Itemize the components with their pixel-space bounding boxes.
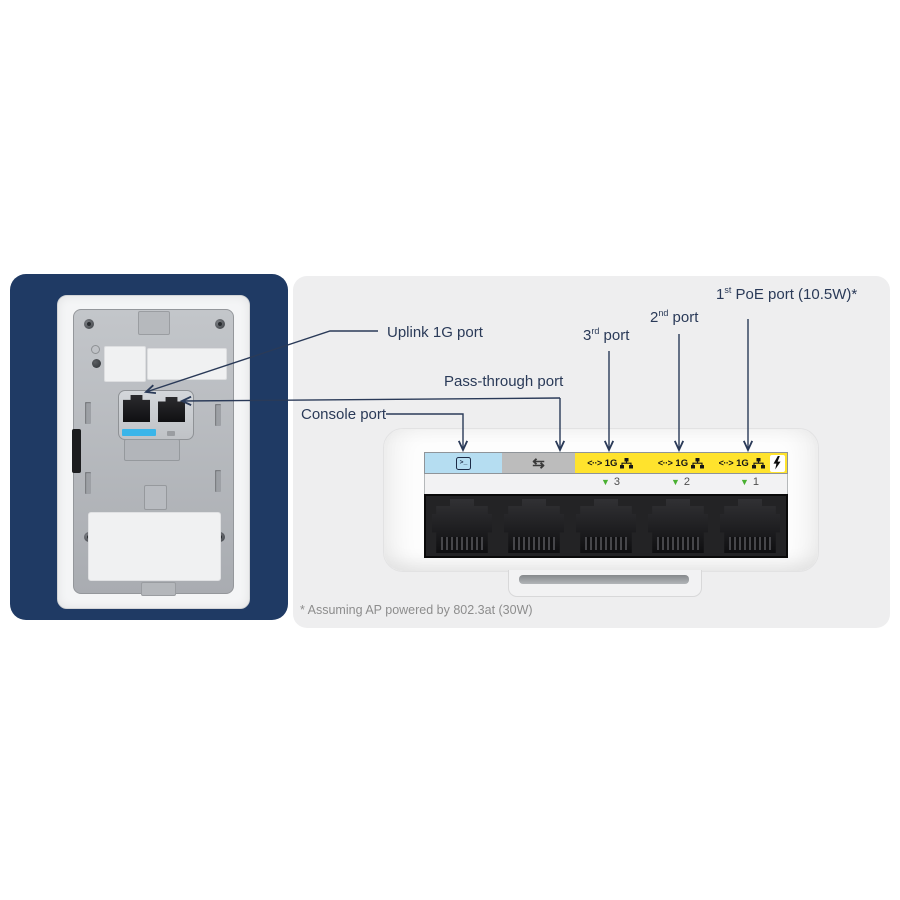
link-speed-icon: <··> xyxy=(587,458,602,468)
port3-ordinal: rd xyxy=(591,326,600,336)
footnote: * Assuming AP powered by 802.3at (30W) xyxy=(300,603,533,617)
triangle-marker-icon: ▼ xyxy=(740,477,749,487)
side-slot xyxy=(72,429,81,473)
lightning-bolt-icon xyxy=(773,456,781,470)
port1-number: 1 xyxy=(716,286,725,303)
led-ring xyxy=(91,345,100,354)
passthrough-port-label: Pass-through port xyxy=(444,373,564,390)
wall-plate xyxy=(57,295,250,609)
console-port-label: Console port xyxy=(301,406,387,423)
link-speed-icon: <··> xyxy=(657,458,673,468)
link-speed-icon: <··> xyxy=(718,458,734,468)
port-number-1: ▼ 1 xyxy=(740,477,759,488)
screw-top-left xyxy=(84,319,94,329)
port1-text: PoE port (10.5W)* xyxy=(731,286,858,303)
rj45-jack xyxy=(648,499,708,553)
uplink-port-sticker xyxy=(122,429,156,436)
port-number-2: ▼ 2 xyxy=(671,477,690,488)
port2-ordinal: nd xyxy=(658,308,669,318)
console-port-segment: >_ xyxy=(425,453,502,473)
uplink-rj45-jack xyxy=(123,395,150,422)
port1-ordinal: st xyxy=(724,285,732,295)
bracket-bar xyxy=(519,575,689,584)
label-sticker-wide xyxy=(147,348,227,380)
ethernet-icon xyxy=(751,457,765,468)
triangle-marker-icon: ▼ xyxy=(601,477,610,487)
keyhole-slot xyxy=(85,402,91,424)
rj45-jack xyxy=(576,499,636,553)
poe-power-badge xyxy=(769,454,785,472)
rj45-jack xyxy=(504,499,564,553)
port3-label: 3rd port xyxy=(583,327,629,345)
port-label-band: >_ ⇆ <··> 1G <··> 1G xyxy=(424,452,788,474)
bottom-latch-tab xyxy=(141,582,176,596)
port-number-row: ▼ 3 ▼ 2 ▼ 1 xyxy=(424,474,788,494)
passthrough-arrows-icon: ⇆ xyxy=(532,454,545,472)
center-cutout xyxy=(144,485,167,510)
mounting-panel xyxy=(72,309,234,596)
back-view-panel xyxy=(10,274,288,620)
poe-port-3-label: <··> 1G xyxy=(575,457,646,469)
latch-tab xyxy=(138,311,170,335)
ethernet-icon xyxy=(620,457,634,468)
speed-text: 1G xyxy=(736,457,749,469)
rj45-jack xyxy=(720,499,780,553)
port-number-text: 1 xyxy=(752,476,760,488)
keyhole-slot xyxy=(215,470,221,492)
port2-label: 2nd port xyxy=(650,309,698,327)
back-port-module xyxy=(118,390,194,440)
passthrough-port-segment: ⇆ xyxy=(502,453,575,473)
uplink-port-label: Uplink 1G port xyxy=(387,324,483,341)
port2-text: port xyxy=(668,309,699,326)
port1-label: 1st PoE port (10.5W)* xyxy=(716,286,857,304)
cable-guide-tab xyxy=(124,439,180,461)
ethernet-icon xyxy=(691,457,705,468)
port3-number: 3 xyxy=(583,327,592,344)
speed-text: 1G xyxy=(604,457,618,469)
passthrough-port-mark xyxy=(167,431,175,436)
port-number-3: ▼ 3 xyxy=(601,477,620,488)
port-number-text: 3 xyxy=(613,476,621,488)
port-area: >_ ⇆ <··> 1G <··> 1G xyxy=(424,452,788,558)
keyhole-slot xyxy=(215,404,221,426)
speed-text: 1G xyxy=(675,457,689,469)
keyhole-slot xyxy=(85,472,91,494)
poe-port-2-label: <··> 1G xyxy=(646,457,717,469)
poe-ports-segment: <··> 1G <··> 1G xyxy=(575,453,787,473)
port3-text: port xyxy=(599,327,630,344)
reset-button xyxy=(92,359,101,368)
port2-number: 2 xyxy=(650,309,659,326)
screw-top-right xyxy=(215,319,225,329)
label-sticker-small xyxy=(104,346,146,382)
passthrough-rj45-jack xyxy=(158,397,185,422)
mounting-bracket xyxy=(508,570,702,597)
port-number-text: 2 xyxy=(683,476,691,488)
rj45-jack-strip xyxy=(424,494,788,558)
poe-port-1-label: <··> 1G xyxy=(716,454,787,472)
triangle-marker-icon: ▼ xyxy=(671,477,680,487)
terminal-icon: >_ xyxy=(456,456,471,470)
rj45-jack xyxy=(432,499,492,553)
regulatory-sticker xyxy=(88,512,221,581)
